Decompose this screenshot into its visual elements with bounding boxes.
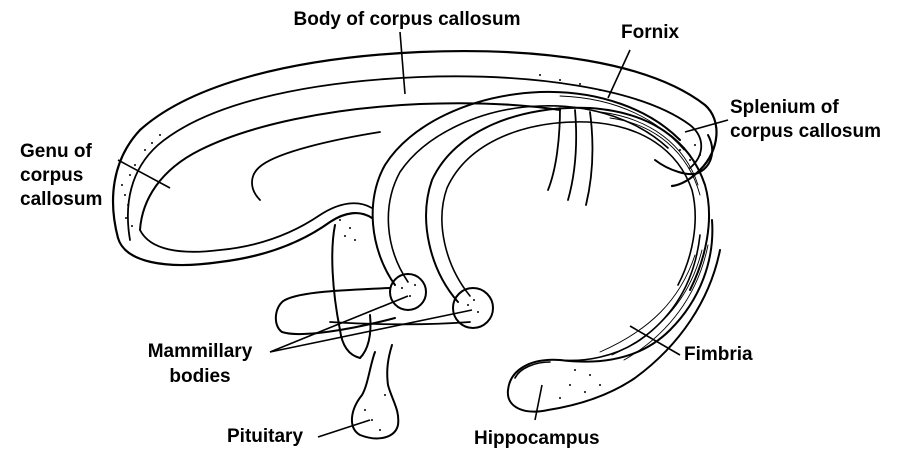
label-genu-line3: callosum	[20, 189, 102, 211]
label-genu-line1: Genu of	[20, 141, 92, 163]
mammillary-bodies	[390, 274, 493, 328]
label-fornix: Fornix	[621, 22, 679, 44]
hippocampus	[508, 220, 720, 412]
label-splenium-line2: corpus callosum	[730, 121, 881, 143]
label-genu-line2: corpus	[20, 165, 83, 187]
label-mammillary-line2: bodies	[130, 366, 270, 388]
label-splenium-line1: Splenium of	[730, 97, 839, 119]
fornix	[373, 92, 709, 302]
label-mammillary-line1: Mammillary	[130, 341, 270, 363]
label-fimbria: Fimbria	[684, 344, 753, 366]
label-hippocampus: Hippocampus	[474, 428, 600, 450]
label-pituitary: Pituitary	[227, 426, 303, 448]
label-body-of-corpus-callosum: Body of corpus callosum	[262, 9, 552, 31]
corpus-callosum	[113, 51, 716, 265]
